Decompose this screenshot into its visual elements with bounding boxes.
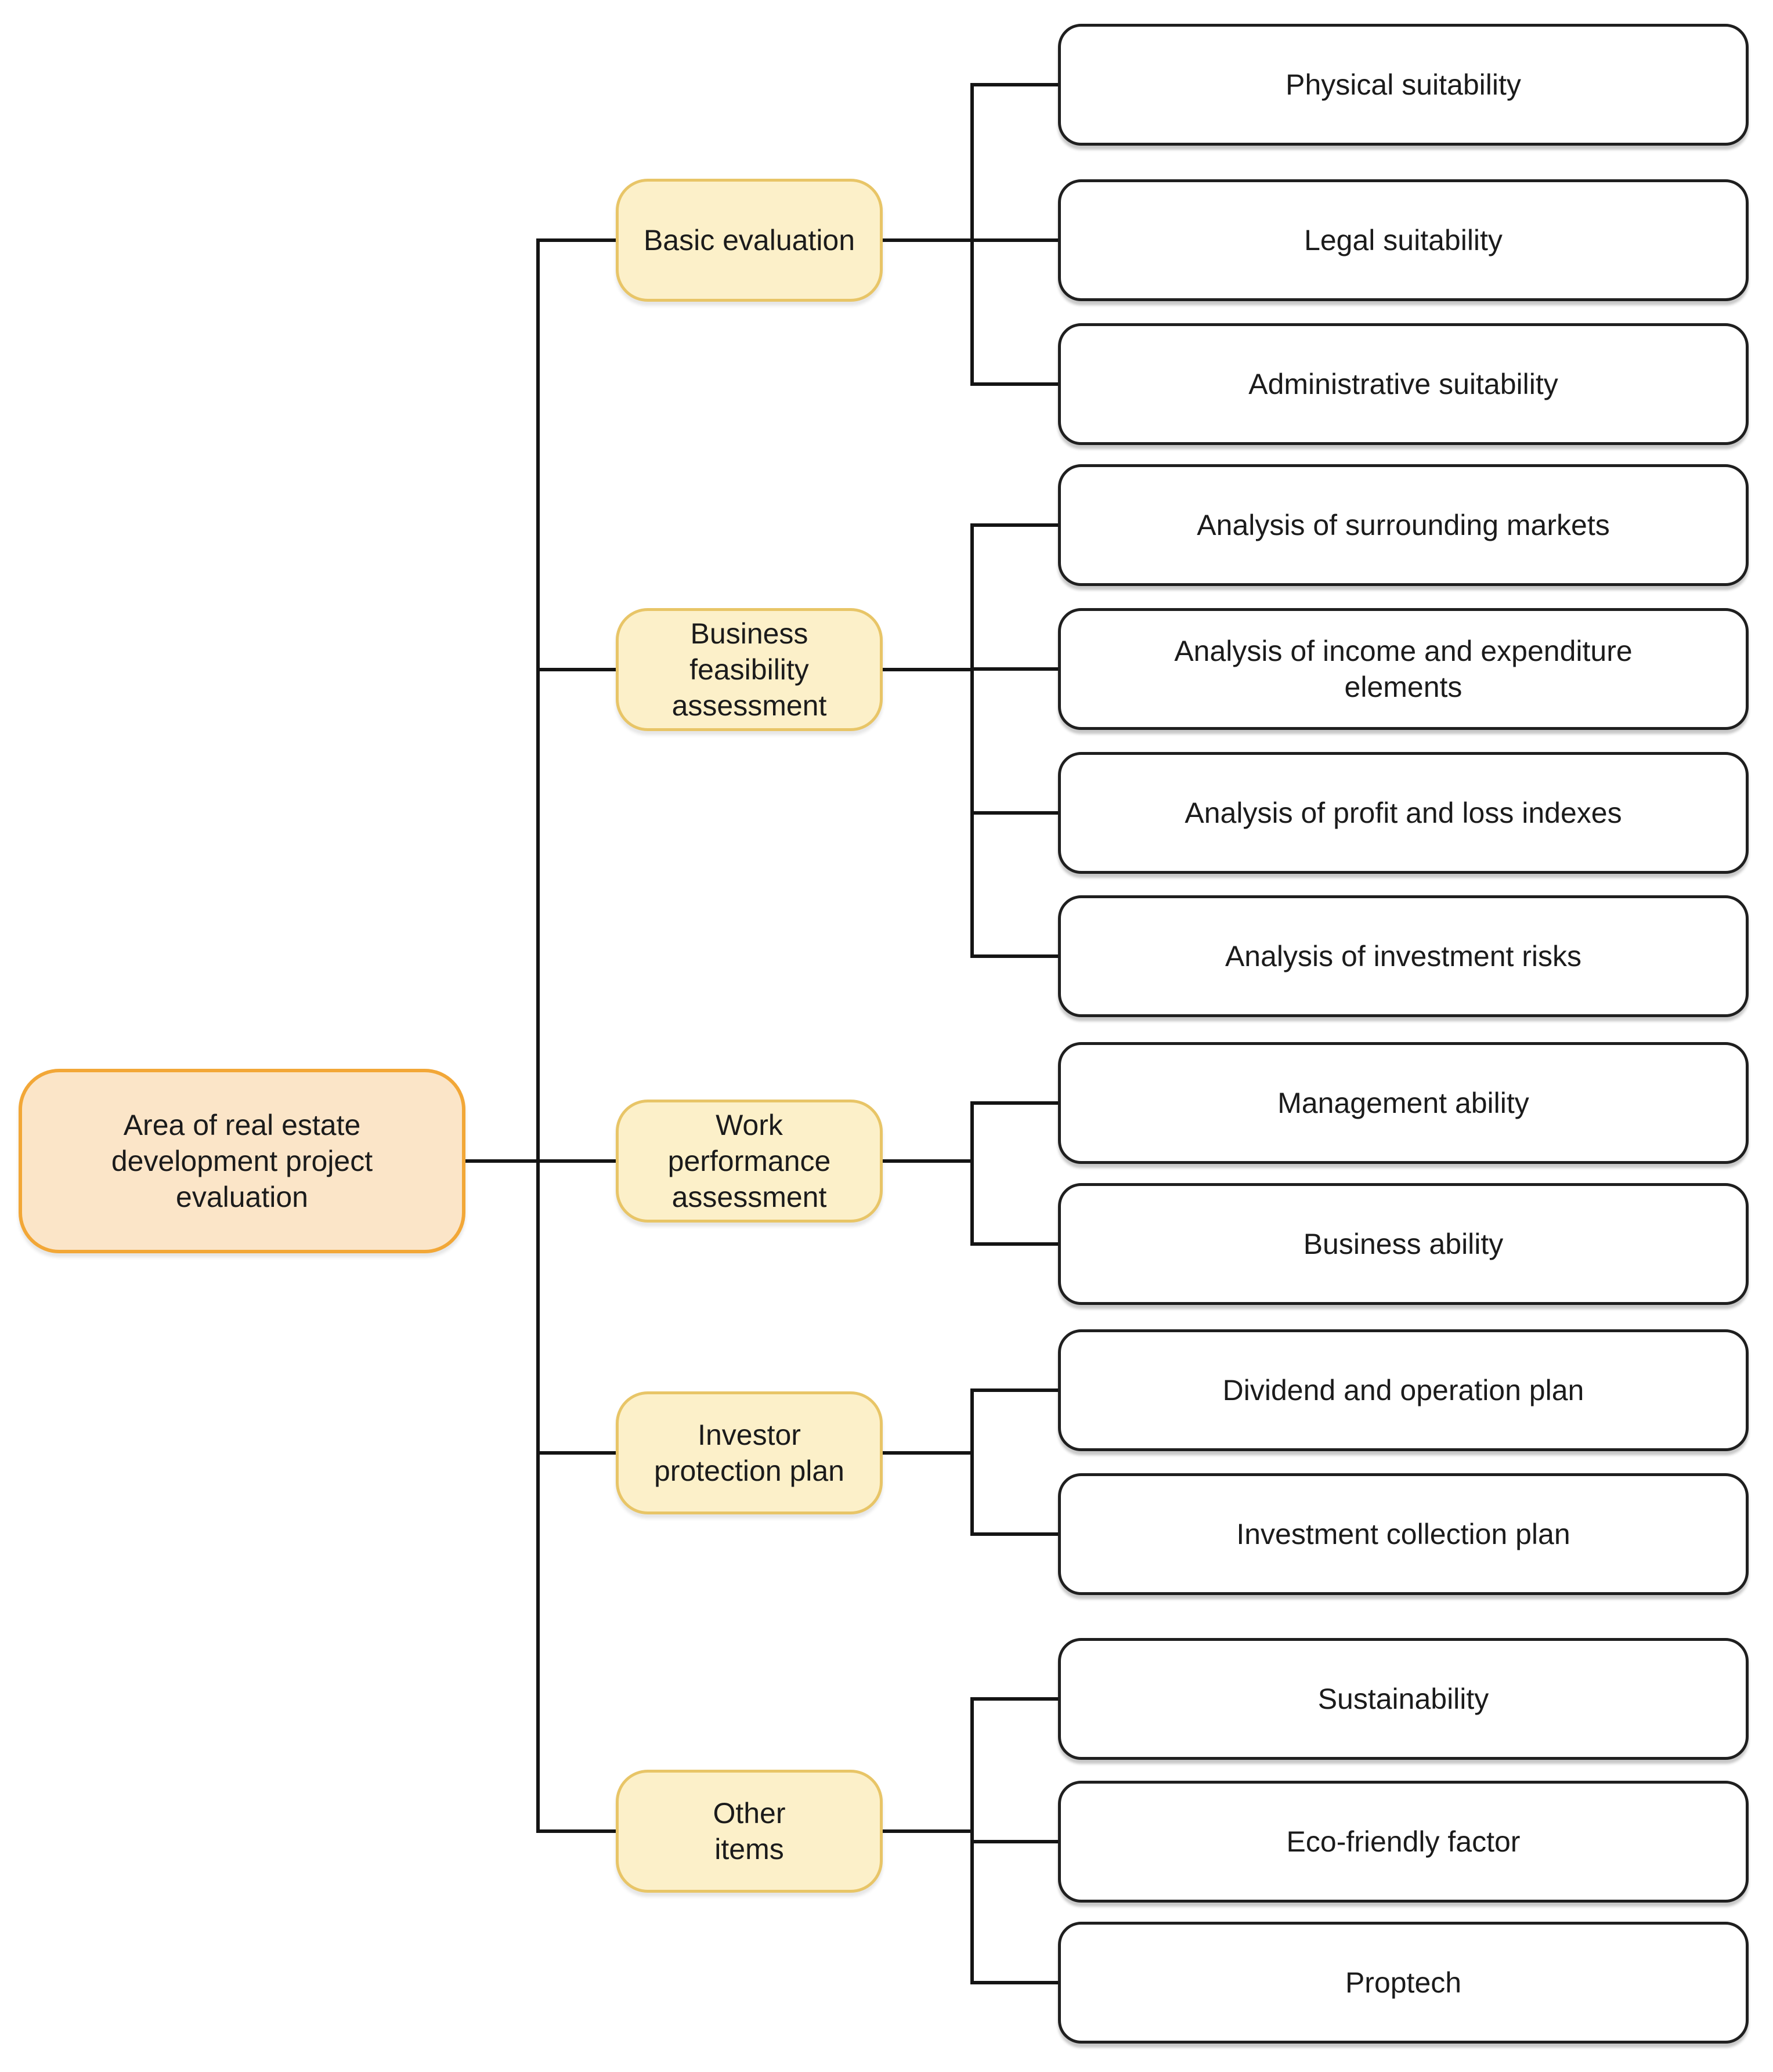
leaf-node-analysis-of-surrounding-markets: Analysis of surrounding markets xyxy=(1058,464,1749,586)
connector-stub-investment-risks xyxy=(970,954,1058,958)
leaf-node-analysis-of-profit-and-loss-indexes: Analysis of profit and loss indexes xyxy=(1058,752,1749,874)
leaf-node-proptech: Proptech xyxy=(1058,1922,1749,2044)
connector-trunk-to-business-feasibility xyxy=(536,668,616,671)
connector-stub-proptech xyxy=(970,1981,1058,1984)
connector-stub-business-ability xyxy=(970,1242,1058,1246)
leaf-node-eco-friendly-factor: Eco-friendly factor xyxy=(1058,1781,1749,1903)
connector-stub-profit-loss xyxy=(970,811,1058,815)
connector-main-trunk xyxy=(536,238,540,1833)
leaf-node-management-ability: Management ability xyxy=(1058,1042,1749,1164)
connector-business-feasibility-out xyxy=(883,668,974,671)
connector-group2-trunk xyxy=(970,523,974,958)
branch-node-basic-evaluation: Basic evaluation xyxy=(616,179,883,302)
connector-investor-protection-out xyxy=(883,1451,974,1455)
root-node-area-of-real-estate-development-project-evaluation: Area of real estate development project … xyxy=(19,1069,465,1253)
connector-other-items-out xyxy=(883,1829,974,1833)
connector-stub-investment-collection xyxy=(970,1532,1058,1536)
leaf-node-administrative-suitability: Administrative suitability xyxy=(1058,323,1749,445)
connector-basic-evaluation-out xyxy=(883,238,974,242)
connector-group3-trunk xyxy=(970,1101,974,1246)
leaf-node-dividend-and-operation-plan: Dividend and operation plan xyxy=(1058,1329,1749,1451)
connector-group1-trunk xyxy=(970,83,974,386)
connector-stub-dividend-operation xyxy=(970,1388,1058,1392)
connector-stub-income-expenditure xyxy=(970,667,1058,671)
connector-group4-trunk xyxy=(970,1388,974,1536)
connector-trunk-to-other-items xyxy=(536,1829,616,1833)
leaf-node-sustainability: Sustainability xyxy=(1058,1638,1749,1760)
connector-work-performance-out xyxy=(883,1159,974,1163)
branch-node-investor-protection-plan: Investor protection plan xyxy=(616,1391,883,1514)
connector-root-to-trunk xyxy=(465,1159,616,1163)
connector-stub-surrounding-markets xyxy=(970,523,1058,527)
connector-stub-sustainability xyxy=(970,1697,1058,1701)
connector-stub-administrative-suitability xyxy=(970,382,1058,386)
leaf-node-investment-collection-plan: Investment collection plan xyxy=(1058,1473,1749,1595)
branch-node-business-feasibility-assessment: Business feasibility assessment xyxy=(616,608,883,731)
connector-stub-legal-suitability xyxy=(970,238,1058,242)
connector-stub-management-ability xyxy=(970,1101,1058,1105)
connector-stub-eco-friendly xyxy=(970,1840,1058,1843)
connector-stub-physical-suitability xyxy=(970,83,1058,86)
leaf-node-physical-suitability: Physical suitability xyxy=(1058,24,1749,146)
branch-node-other-items: Other items xyxy=(616,1770,883,1893)
leaf-node-business-ability: Business ability xyxy=(1058,1183,1749,1305)
connector-trunk-to-basic-evaluation xyxy=(536,238,616,242)
leaf-node-legal-suitability: Legal suitability xyxy=(1058,179,1749,301)
branch-node-work-performance-assessment: Work performance assessment xyxy=(616,1100,883,1223)
leaf-node-analysis-of-investment-risks: Analysis of investment risks xyxy=(1058,895,1749,1017)
leaf-node-analysis-of-income-and-expenditure-elements: Analysis of income and expenditure eleme… xyxy=(1058,608,1749,730)
connector-trunk-to-investor-protection xyxy=(536,1451,616,1455)
